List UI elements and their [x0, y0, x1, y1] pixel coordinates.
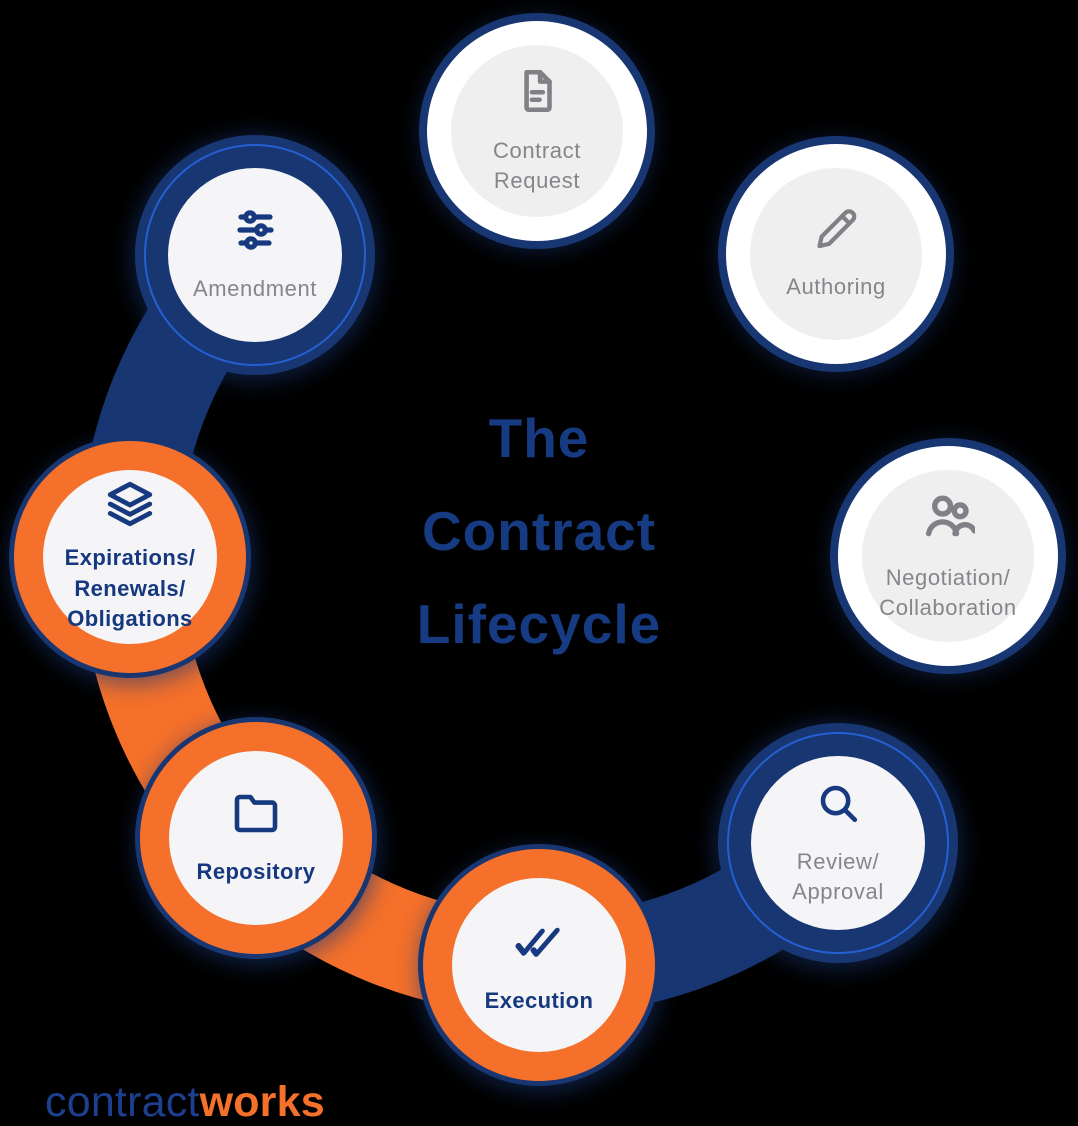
logo-text-works: works	[199, 1078, 325, 1126]
title-line: Lifecycle	[416, 593, 662, 655]
title-line: The	[488, 407, 590, 469]
people-icon	[925, 495, 975, 536]
node-label: Repository	[196, 858, 316, 884]
node-contract-request-body: Contract Request	[451, 45, 623, 217]
layers-icon	[107, 482, 153, 527]
node-expirations-body: Expirations/ Renewals/ Obligations	[43, 470, 217, 644]
contractworks-logo: contractworks	[45, 1081, 325, 1124]
double-check-icon	[515, 927, 560, 957]
node-authoring: Authoring	[726, 144, 946, 364]
folder-icon	[234, 794, 278, 833]
node-execution: Execution	[423, 849, 655, 1081]
node-amendment: Amendment	[135, 135, 375, 375]
node-repository: Repository	[140, 722, 372, 954]
node-amendment-body: Amendment	[168, 168, 342, 342]
node-label: Contract Request	[493, 137, 581, 193]
node-label: Execution	[484, 987, 594, 1013]
node-label: Authoring	[786, 273, 886, 299]
pencil-icon	[817, 209, 857, 248]
sliders-icon	[237, 210, 274, 250]
node-negotiation-collaboration: Negotiation/ Collaboration	[838, 446, 1058, 666]
node-negotiation-collaboration-body: Negotiation/ Collaboration	[862, 470, 1034, 642]
node-execution-body: Execution	[452, 878, 626, 1052]
search-icon	[820, 785, 858, 822]
node-review-approval: Review/ Approval	[718, 723, 958, 963]
node-repository-body: Repository	[169, 751, 343, 925]
node-contract-request: Contract Request	[427, 21, 647, 241]
node-expirations-renewals-obligations: Expirations/ Renewals/ Obligations	[14, 441, 246, 673]
node-authoring-body: Authoring	[750, 168, 922, 340]
page-title: The Contract Lifecycle	[0, 392, 1078, 671]
logo-text-contract: contract	[45, 1078, 200, 1126]
document-icon	[524, 69, 552, 112]
node-label: Expirations/ Renewals/ Obligations	[64, 545, 196, 632]
node-label: Negotiation/ Collaboration	[879, 564, 1017, 620]
node-label: Review/ Approval	[792, 848, 884, 904]
title-line: Contract	[421, 500, 657, 562]
node-label: Amendment	[192, 275, 317, 301]
node-review-approval-body: Review/ Approval	[751, 756, 925, 930]
